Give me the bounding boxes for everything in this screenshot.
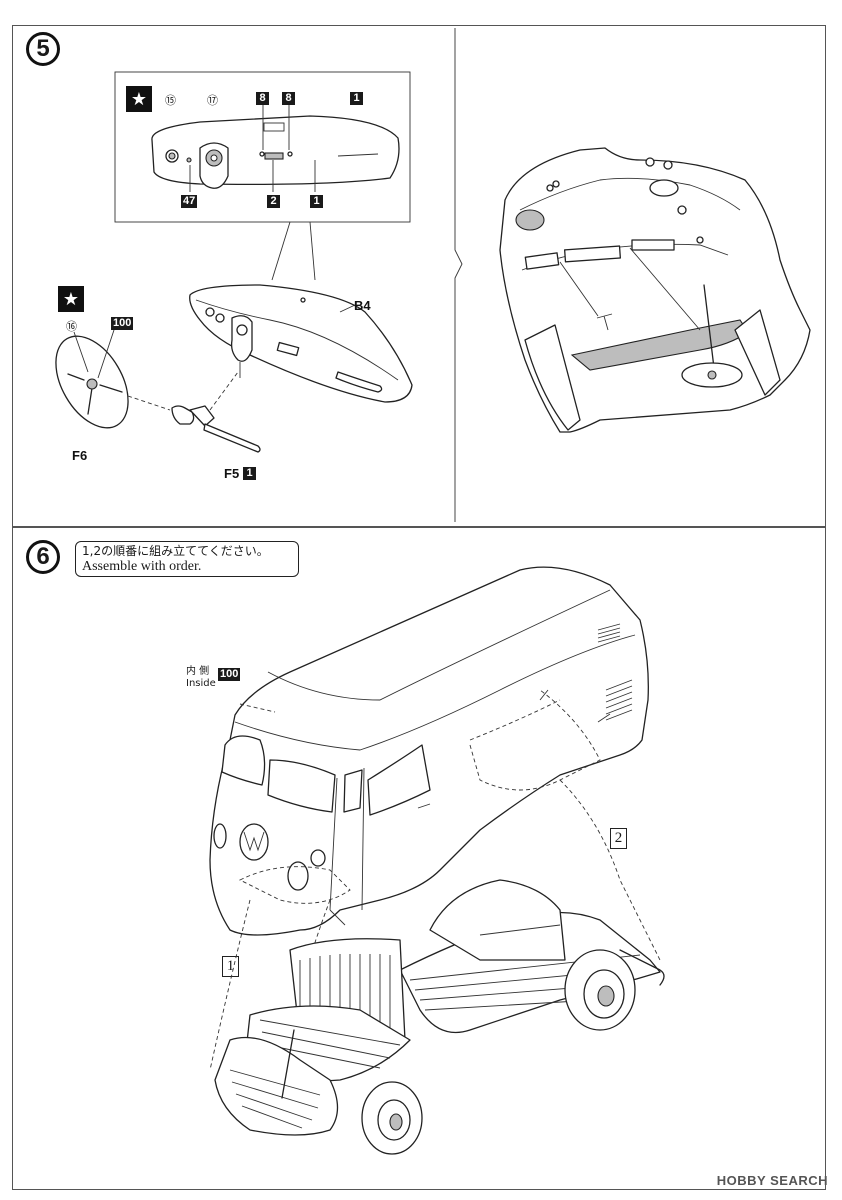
step-6-badge: 6 [26, 540, 60, 574]
part-label-b4: B4 [354, 298, 371, 313]
step-6-panel [12, 527, 826, 1190]
horn-button-16 [86, 378, 98, 390]
radio-slot-2 [264, 152, 284, 160]
part-tag-2: 2 [267, 195, 280, 208]
part-tag-1b: 1 [310, 195, 323, 208]
step-5-badge: 5 [26, 32, 60, 66]
note-japanese: 1,2の順番に組み立ててください。 [82, 544, 269, 558]
speedo-mount [230, 315, 253, 362]
part-tag-47: 47 [181, 195, 198, 208]
part-tag-100: 100 [111, 317, 134, 330]
part-label-f5: F5 [224, 466, 240, 481]
detail-box [114, 71, 411, 223]
star-icon-wheel: ★ [58, 286, 84, 312]
step-5-panel [12, 25, 826, 527]
part-num-15: ⑮ [165, 94, 176, 107]
part-tag-f5-1: 1 [243, 467, 256, 480]
part-num-17: ⑰ [207, 94, 218, 107]
cab-interior-view [499, 147, 811, 433]
watermark: HOBBY SEARCH [716, 1173, 828, 1188]
part-tag-8b: 8 [282, 92, 295, 105]
inside-label-en: Inside [186, 678, 216, 689]
part-tag-8a: 8 [256, 92, 269, 105]
callout-leader-right [309, 221, 316, 281]
column-top [171, 405, 195, 425]
callout-leader-left [271, 221, 291, 281]
glovebox-slot [335, 371, 383, 393]
van-body [209, 566, 649, 936]
inside-label-jp: 内 側 [186, 666, 210, 677]
part-tag-1a: 1 [350, 92, 363, 105]
part-num-16: ⑯ [66, 320, 77, 333]
panel-divider [454, 28, 463, 522]
assembly-note: 1,2の順番に組み立ててください。 Assemble with order. [75, 541, 299, 577]
part-label-f6: F6 [72, 448, 88, 463]
note-english: Assemble with order. [82, 559, 202, 574]
sequence-2: 2 [610, 828, 627, 849]
part-tag-inside-100: 100 [218, 668, 241, 681]
indicator-47 [186, 157, 192, 163]
column-installed [703, 284, 715, 369]
star-icon-detail: ★ [126, 86, 152, 112]
steering-column-f5 [203, 423, 261, 453]
van-chassis [214, 879, 665, 1155]
